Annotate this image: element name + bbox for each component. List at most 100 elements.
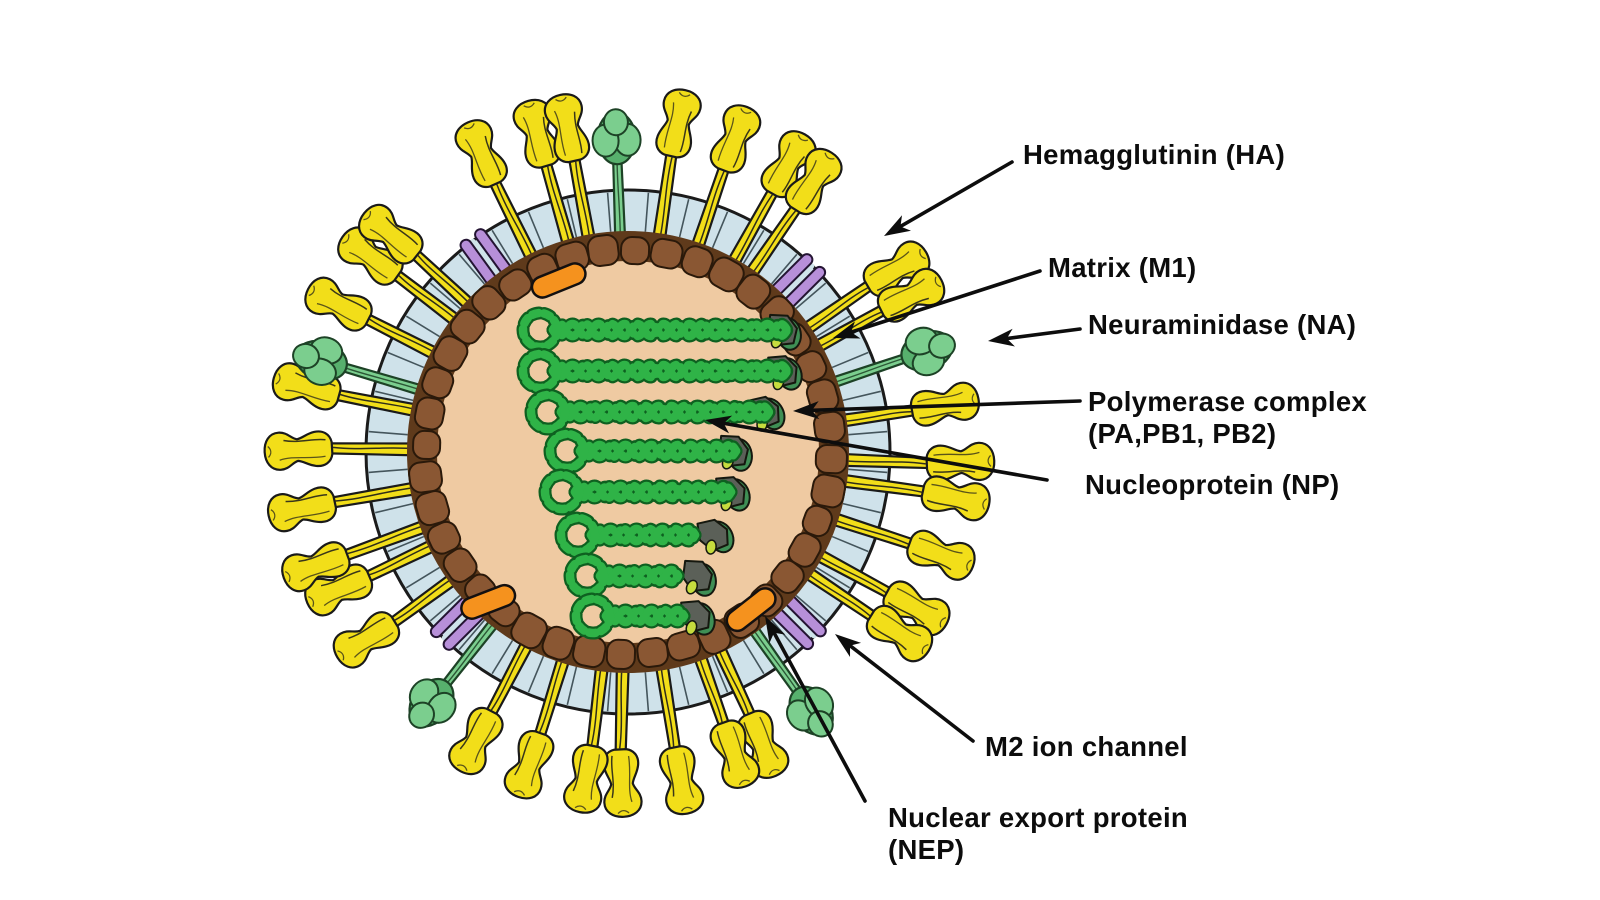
- polymerase-complex-cap: [680, 600, 716, 636]
- surface-proteins: [263, 88, 996, 818]
- label-matrix-m1: Matrix (M1): [1048, 252, 1196, 284]
- hemagglutinin-spike: [454, 119, 544, 272]
- arrow-pol: [793, 399, 1082, 420]
- nep-capsule: [530, 262, 587, 299]
- arrow-head: [835, 634, 862, 658]
- rnp-coil: [595, 565, 683, 587]
- na-spike-head: [408, 677, 457, 729]
- hemagglutinin-spike: [793, 240, 931, 342]
- rnp-coil: [556, 401, 774, 423]
- matrix-m1-layer: [408, 234, 848, 670]
- rnp-segment: [563, 552, 717, 600]
- rnp-end-loop: [565, 554, 609, 598]
- ha-spike-head: [332, 611, 401, 669]
- ha-spike-head: [267, 486, 338, 533]
- ha-spike-head: [784, 147, 843, 216]
- arrow-line: [718, 420, 1049, 482]
- arrow-head: [884, 215, 912, 236]
- ha-spike-head: [865, 604, 934, 663]
- label-text: Polymerase complex: [1088, 386, 1368, 417]
- arrow-line: [896, 160, 1014, 230]
- matrix-bump: [770, 559, 805, 594]
- label-text: Nuclear export protein: [888, 802, 1188, 833]
- ha-spike-head: [448, 706, 504, 776]
- rnp-coil: [586, 524, 700, 546]
- hemagglutinin-spike: [687, 104, 762, 260]
- rnp-coil: [548, 319, 792, 341]
- matrix-bump: [605, 638, 637, 670]
- rnp-end-loop: [526, 390, 570, 434]
- matrix-bump: [810, 473, 847, 509]
- ha-spike-head: [357, 203, 424, 265]
- neuraminidase-spike: [292, 336, 434, 400]
- matrix-bump: [510, 611, 548, 650]
- ha-spike-head: [543, 93, 591, 164]
- hemagglutinin-spike: [689, 643, 761, 789]
- rnp-end-loop: [545, 429, 589, 473]
- neuraminidase-spike: [408, 609, 506, 729]
- ha-spike-head: [304, 276, 373, 332]
- arrow-m1: [833, 269, 1042, 339]
- matrix-bump: [801, 504, 833, 538]
- matrix-bump: [421, 366, 455, 400]
- matrix-bump: [814, 443, 848, 475]
- arrow-m2: [835, 634, 975, 743]
- hemagglutinin-spike: [304, 276, 449, 365]
- arrow-np: [705, 415, 1049, 482]
- ha-spike-head: [658, 745, 705, 816]
- matrix-bump: [442, 547, 478, 583]
- rnp-end-loop: [518, 349, 562, 393]
- polymerase-complex-cap: [682, 559, 717, 597]
- label-text: Neuraminidase (NA): [1088, 309, 1357, 340]
- rnp-segment: [538, 468, 751, 516]
- rnp-coil: [570, 481, 736, 503]
- arrow-line: [770, 628, 867, 803]
- matrix-bump: [680, 245, 714, 279]
- rnp-segment: [516, 306, 802, 354]
- ha-spike-head: [503, 729, 555, 800]
- matrix-bump: [412, 429, 442, 461]
- ha-spike-head: [709, 104, 762, 174]
- matrix-bump: [426, 520, 462, 555]
- hemagglutinin-spike: [653, 653, 705, 816]
- matrix-bump: [541, 625, 576, 661]
- matrix-bump: [619, 236, 651, 266]
- neuraminidase-spike: [591, 108, 642, 248]
- label-text-line2: (NEP): [888, 834, 965, 865]
- matrix-bump: [408, 460, 443, 494]
- neuraminidase-spike: [820, 326, 956, 392]
- hemagglutinin-spike: [708, 635, 790, 779]
- na-spike-head: [900, 326, 956, 377]
- arrow-nep: [765, 616, 867, 803]
- rnp-end-loop: [571, 594, 615, 638]
- label-text: Matrix (M1): [1048, 252, 1197, 283]
- arrow-line: [807, 399, 1082, 413]
- rnp-segment: [516, 347, 803, 395]
- arrow-line: [845, 642, 975, 743]
- ha-spike-head: [263, 430, 334, 471]
- polymerase-complex-cap: [696, 518, 735, 555]
- matrix-bump: [649, 237, 684, 270]
- label-neuraminidase: Neuraminidase (NA): [1088, 309, 1356, 341]
- arrow-head: [705, 415, 733, 434]
- label-m2-ion-channel: M2 ion channel: [985, 731, 1188, 763]
- arrow-head: [793, 401, 820, 420]
- ha-spike-head: [906, 529, 976, 581]
- rnp-coil: [575, 440, 741, 462]
- matrix-bump: [586, 234, 620, 267]
- na-spike-head: [785, 685, 835, 738]
- ha-spike-head: [281, 541, 351, 593]
- rnp-segment: [554, 511, 735, 559]
- matrix-bump: [498, 268, 533, 302]
- label-text-line2: (PA,PB1, PB2): [1088, 418, 1277, 449]
- ha-spike-head: [709, 719, 761, 789]
- label-text: Hemagglutinin (HA): [1023, 139, 1286, 170]
- membrane-segment-lines: [368, 192, 888, 712]
- rnp-end-loop: [556, 513, 600, 557]
- hemagglutinin-spike: [543, 93, 598, 252]
- ha-spike-head: [454, 119, 508, 189]
- arrow-head: [988, 328, 1015, 347]
- m2-ion-channel: [459, 228, 515, 292]
